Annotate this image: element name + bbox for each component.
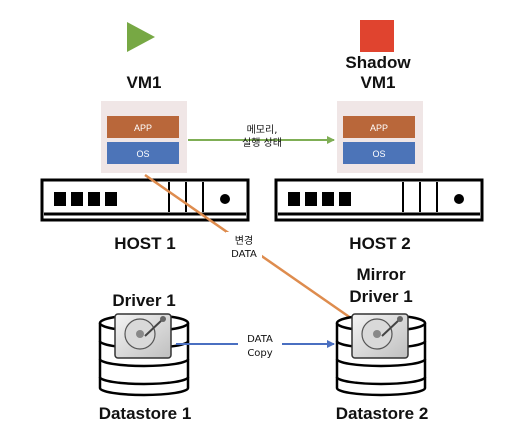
play-icon xyxy=(127,22,155,52)
host2-label: HOST 2 xyxy=(349,234,410,253)
copy-label-line1: DATA xyxy=(247,334,273,345)
mirror-driver-label-line1: Mirror xyxy=(356,265,406,284)
host1-server xyxy=(40,178,250,222)
shadow-vm1-os-label: OS xyxy=(372,149,385,159)
shadow-vm1-app-label: APP xyxy=(370,123,388,133)
stop-icon xyxy=(360,20,394,52)
change-label-line1: 변경 xyxy=(235,234,253,247)
copy-label-line2: Copy xyxy=(247,348,272,359)
mirror-driver-label-line2: Driver 1 xyxy=(349,287,412,306)
vm1-os-layer xyxy=(107,142,179,164)
datastore2-disk-icon xyxy=(335,313,427,397)
change-label-line2: DATA xyxy=(231,249,257,260)
shadow-vm1-app-layer xyxy=(343,116,415,138)
host2-server xyxy=(274,178,484,222)
hard-drive-icon xyxy=(114,313,172,359)
vm1-box: APP OS xyxy=(101,101,187,173)
vm1-app-label: APP xyxy=(134,123,152,133)
vm1-label: VM1 xyxy=(127,73,162,92)
shadow-vm-label-line2: VM1 xyxy=(361,73,396,92)
driver1-label: Driver 1 xyxy=(112,291,175,310)
memory-label-line2: 실행 상태 xyxy=(242,137,282,149)
shadow-vm1-box: APP OS xyxy=(337,101,423,173)
datastore2-label: Datastore 2 xyxy=(336,404,429,423)
memory-label-line1: 메모리, xyxy=(247,124,278,136)
vm1-os-label: OS xyxy=(136,149,149,159)
datastore1-disk-icon xyxy=(98,313,190,397)
shadow-vm1-os-layer xyxy=(343,142,415,164)
vm1-app-layer xyxy=(107,116,179,138)
host1-label: HOST 1 xyxy=(114,234,175,253)
shadow-vm-label-line1: Shadow xyxy=(345,53,411,72)
hard-drive-icon xyxy=(351,313,409,359)
datastore1-label: Datastore 1 xyxy=(99,404,192,423)
